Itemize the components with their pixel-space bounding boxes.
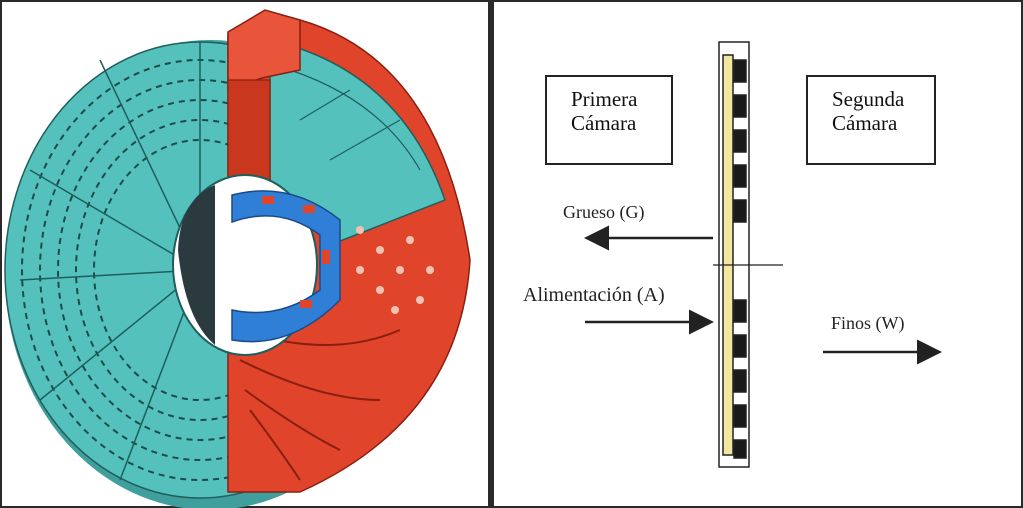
diaphragm-side-profile xyxy=(719,42,749,467)
diaphragm-illustration-panel xyxy=(0,0,490,508)
flow-schematic-panel: Primera Cámara Segunda Cámara Grueso (G)… xyxy=(493,0,1023,508)
flow-schematic-drawing xyxy=(493,0,1023,508)
diaphragm-cutaway-illustration xyxy=(0,0,490,508)
